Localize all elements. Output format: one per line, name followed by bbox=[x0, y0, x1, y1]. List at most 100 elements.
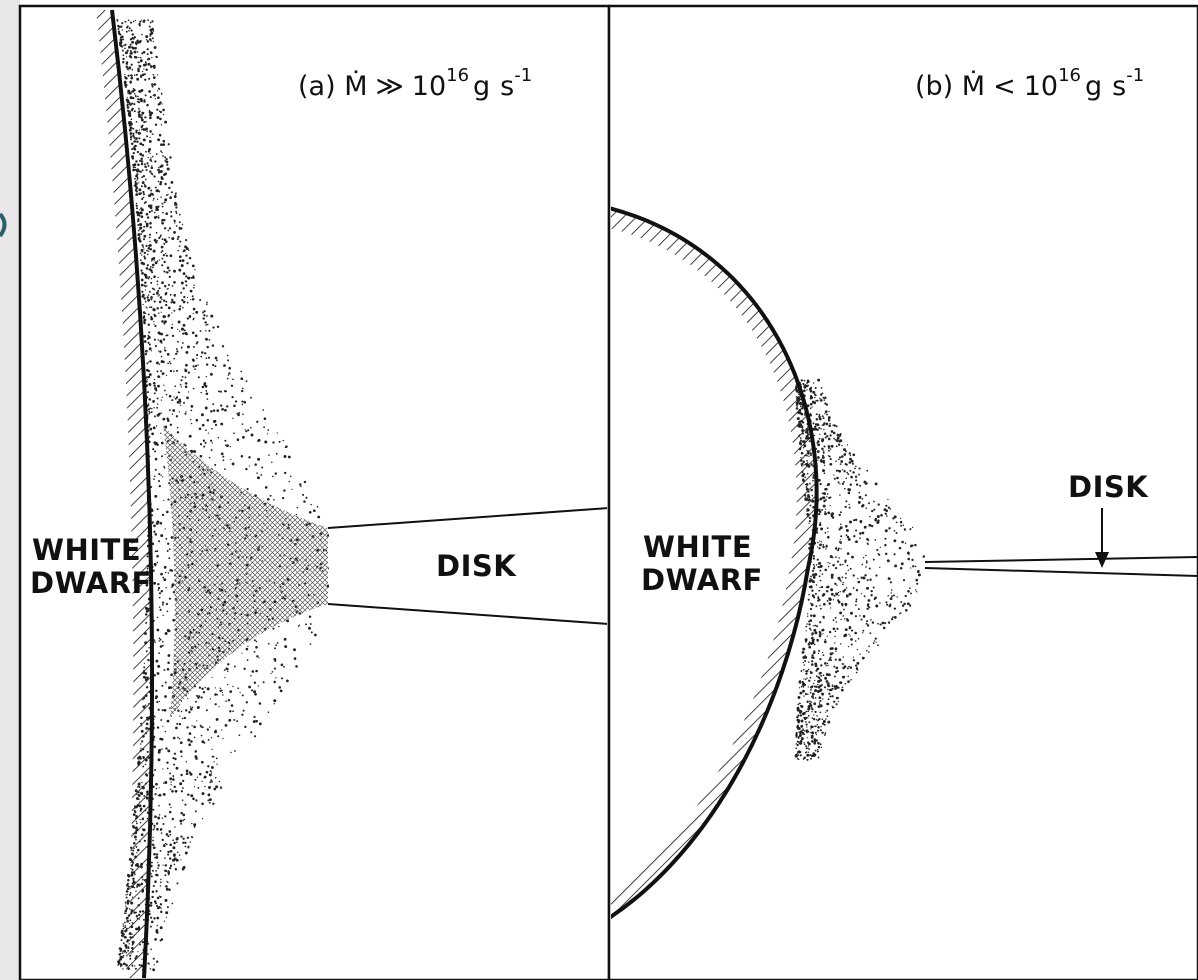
panel-b-disk-arrow-head bbox=[1095, 552, 1109, 568]
stipple-dot bbox=[160, 910, 163, 914]
stipple-dot bbox=[208, 793, 210, 795]
stipple-dot bbox=[826, 527, 829, 529]
stipple-dot bbox=[860, 593, 863, 595]
stipple-dot bbox=[820, 746, 823, 749]
stipple-dot bbox=[129, 858, 133, 861]
stipple-dot bbox=[150, 873, 152, 875]
stipple-dot bbox=[141, 19, 143, 21]
stipple-dot bbox=[141, 941, 144, 944]
stipple-dot bbox=[171, 237, 175, 241]
stipple-dot bbox=[868, 606, 871, 609]
stipple-dot bbox=[179, 305, 182, 308]
stipple-dot bbox=[183, 249, 186, 252]
stipple-dot bbox=[234, 400, 238, 403]
stipple-dot bbox=[145, 178, 147, 181]
stipple-dot bbox=[165, 916, 167, 918]
stipple-dot bbox=[205, 770, 209, 774]
stipple-dot bbox=[158, 287, 161, 290]
stipple-dot bbox=[138, 782, 141, 785]
stipple-dot bbox=[186, 836, 190, 839]
stipple-dot bbox=[170, 326, 174, 330]
stipple-dot bbox=[850, 638, 853, 641]
stipple-dot bbox=[161, 250, 164, 252]
stipple-dot bbox=[832, 619, 835, 622]
panel-a-white-dwarf-label-line2: DWARF bbox=[30, 566, 152, 600]
stipple-dot bbox=[876, 515, 880, 518]
stipple-dot bbox=[805, 464, 809, 467]
stipple-dot bbox=[214, 687, 216, 689]
stipple-dot bbox=[133, 168, 135, 170]
stipple-dot bbox=[145, 774, 149, 777]
stipple-dot bbox=[194, 755, 198, 759]
stipple-dot bbox=[180, 710, 183, 713]
stipple-dot bbox=[185, 247, 189, 251]
stipple-dot bbox=[865, 622, 868, 625]
stipple-dot bbox=[167, 143, 170, 146]
stipple-dot bbox=[825, 487, 828, 491]
stipple-dot bbox=[161, 246, 163, 248]
stipple-dot bbox=[846, 535, 850, 539]
stipple-dot bbox=[802, 478, 805, 481]
stipple-dot bbox=[797, 721, 800, 724]
stipple-dot bbox=[141, 910, 145, 913]
stipple-dot bbox=[869, 632, 872, 635]
stipple-dot bbox=[120, 947, 123, 950]
stipple-dot bbox=[910, 567, 912, 569]
stipple-dot bbox=[175, 348, 178, 350]
stipple-dot bbox=[173, 309, 176, 312]
stipple-dot bbox=[124, 944, 128, 947]
stipple-dot bbox=[904, 594, 907, 598]
stipple-dot bbox=[141, 244, 144, 247]
stipple-dot bbox=[827, 562, 829, 564]
stipple-dot bbox=[295, 513, 298, 516]
stipple-dot bbox=[135, 890, 137, 892]
stipple-dot bbox=[806, 731, 808, 734]
stipple-dot bbox=[150, 411, 153, 414]
stipple-dot bbox=[129, 891, 132, 894]
stipple-dot bbox=[155, 153, 158, 155]
stipple-dot bbox=[843, 634, 847, 638]
stipple-dot bbox=[153, 475, 156, 478]
stipple-dot bbox=[848, 593, 851, 596]
stipple-dot bbox=[834, 635, 836, 638]
stipple-dot bbox=[168, 409, 171, 412]
stipple-dot bbox=[139, 226, 143, 230]
stipple-dot bbox=[169, 788, 172, 791]
stipple-dot bbox=[130, 138, 132, 141]
stipple-dot bbox=[151, 83, 154, 86]
stipple-dot bbox=[172, 409, 176, 412]
stipple-dot bbox=[216, 763, 218, 765]
stipple-dot bbox=[148, 331, 151, 334]
stipple-dot bbox=[808, 593, 810, 596]
stipple-dot bbox=[129, 38, 133, 41]
stipple-dot bbox=[834, 642, 836, 644]
stipple-dot bbox=[816, 715, 818, 717]
stipple-dot bbox=[141, 958, 143, 960]
stipple-dot bbox=[140, 722, 143, 725]
stipple-dot bbox=[844, 628, 848, 631]
stipple-dot bbox=[134, 873, 136, 876]
stipple-dot bbox=[186, 726, 189, 729]
stipple-dot bbox=[808, 620, 811, 623]
stipple-dot bbox=[809, 691, 812, 694]
stipple-dot bbox=[149, 427, 153, 431]
stipple-dot bbox=[151, 514, 154, 517]
stipple-dot bbox=[242, 413, 244, 416]
stipple-dot bbox=[168, 548, 171, 551]
stipple-dot bbox=[224, 408, 227, 412]
stipple-dot bbox=[164, 842, 167, 845]
stipple-dot bbox=[256, 420, 259, 423]
stipple-dot bbox=[149, 240, 151, 243]
stipple-dot bbox=[150, 916, 153, 919]
stipple-dot bbox=[147, 294, 150, 296]
stipple-dot bbox=[124, 76, 128, 80]
stipple-dot bbox=[222, 694, 224, 696]
stipple-dot bbox=[876, 548, 879, 551]
stipple-dot bbox=[202, 691, 206, 694]
stipple-dot bbox=[188, 249, 190, 251]
stipple-dot bbox=[144, 312, 147, 315]
stipple-dot bbox=[894, 564, 898, 568]
stipple-dot bbox=[178, 255, 182, 259]
stipple-dot bbox=[152, 569, 155, 572]
stipple-dot bbox=[833, 706, 835, 709]
